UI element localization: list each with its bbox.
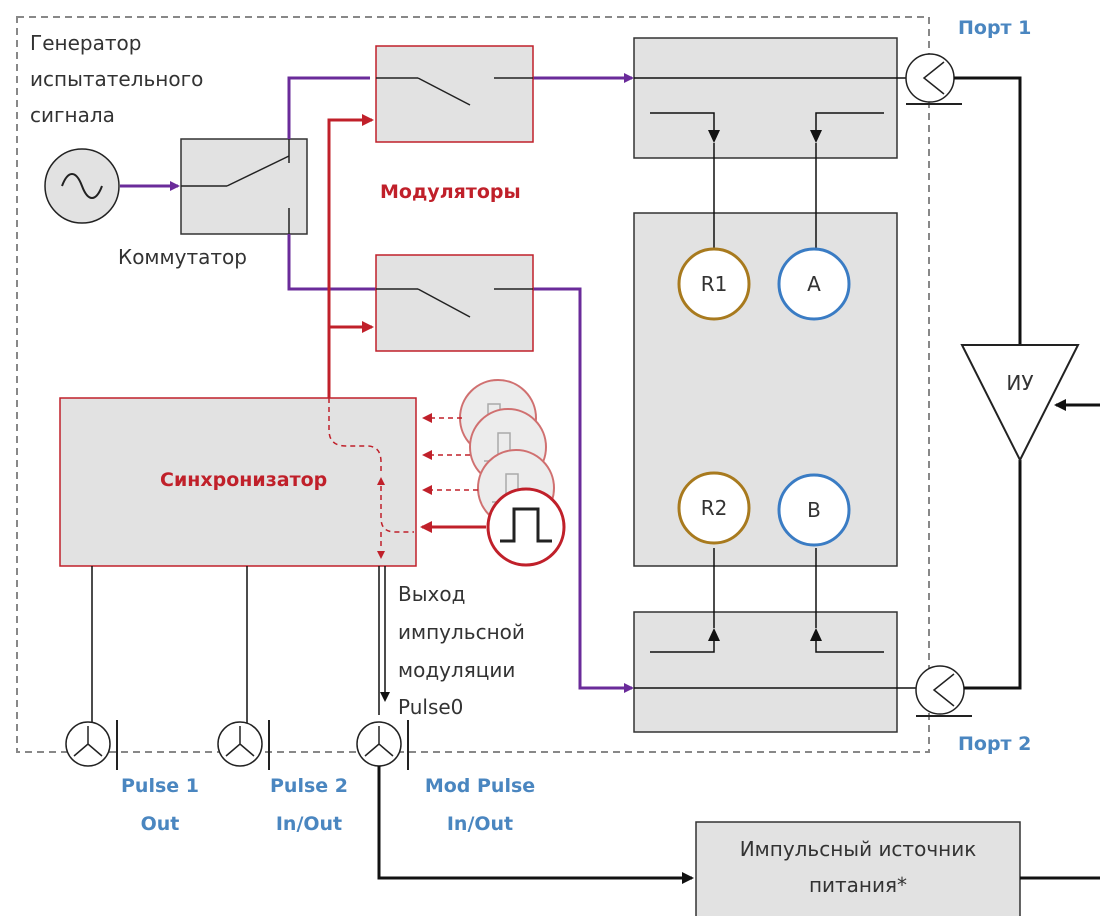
signal-generator [44,148,120,224]
pulse-output-label-3: модуляции [398,658,515,682]
pulse-2-inout-connector[interactable] [217,720,270,770]
port-2-label: Порт 2 [958,733,1031,755]
pulse-2-label-2: In/Out [276,813,342,835]
pulse-output-label-1: Выход [398,582,465,606]
pulse-output-label-2: импульсной [398,620,525,644]
generator-label-2: испытательного [30,67,203,91]
mod-pulse-inout-connector[interactable] [356,720,409,770]
svg-text:A: A [807,272,821,296]
amplifier-label: ИУ [1006,371,1033,395]
receiver-r1: R1 [677,247,751,321]
dut-amplifier [960,344,1080,463]
pulse-1-label-1: Pulse 1 [121,775,199,797]
synchronizer-label: Синхронизатор [160,469,327,491]
commutator-label: Коммутатор [118,245,247,269]
port-2-connector[interactable] [915,665,972,717]
pulse-1-label-2: Out [141,813,180,835]
receiver-a: A [777,247,851,321]
port-1-connector[interactable] [905,53,962,105]
modulator-1 [375,45,534,143]
synchronizer [59,397,417,567]
active-pulse-icon [486,487,566,567]
sine-icon [61,173,103,199]
pulse-source-stack [459,379,566,567]
svg-text:R2: R2 [701,496,728,520]
receiver-b: B [777,473,851,547]
modulator-2 [375,254,534,352]
svg-text:R1: R1 [701,272,728,296]
psu-label-2: питания* [809,873,907,897]
generator-label-3: сигнала [30,103,115,127]
commutator-switch [180,138,308,235]
svg-text:B: B [807,498,821,522]
coupler-port2 [633,611,898,733]
pulsed-power-supply [695,821,1021,916]
mod-pulse-label-2: In/Out [447,813,513,835]
instrument-boundary [16,16,930,753]
psu-label-1: Импульсный источник [740,837,977,861]
modulators-label: Модуляторы [380,181,521,203]
mod-pulse-label-1: Mod Pulse [425,775,535,797]
generator-label-1: Генератор [30,31,141,55]
coupler-port1 [633,37,898,159]
pulse-2-label-1: Pulse 2 [270,775,348,797]
port-1-label: Порт 1 [958,17,1031,39]
receiver-r2: R2 [677,471,751,545]
pulse-1-out-connector[interactable] [65,720,118,770]
receivers-block [633,212,898,567]
pulse-output-label-4: Pulse0 [398,695,463,719]
